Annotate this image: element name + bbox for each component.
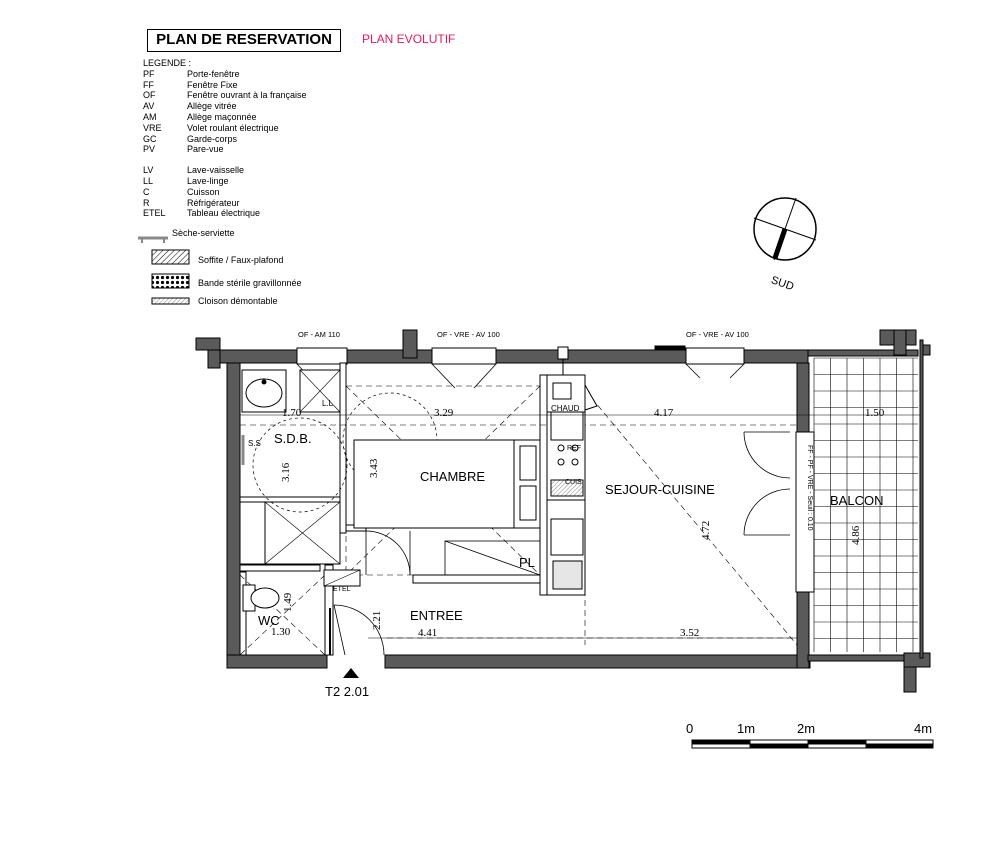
scale-label: 4m [914,721,932,736]
window-swings [296,363,745,389]
dimension-label: 4.41 [418,627,437,639]
wc-fixtures [242,569,361,612]
legend-cloison-label: Cloison démontable [198,296,278,306]
compass-label: SUD [769,274,795,293]
dimension-label: 1.70 [282,407,302,419]
balcony-door-label: FF - PF - VRE - Seuil : 0.10 [806,445,813,531]
dimension-label: 4.72 [700,521,712,540]
room-label-entree: ENTREE [410,608,463,623]
bed [353,439,541,529]
label-ll: L.L [322,399,334,408]
entrance-arrow-icon [343,668,359,678]
balcony-door [795,431,815,593]
dimension-label: 3.43 [368,458,380,478]
room-label-pl: PL [519,555,535,570]
page-subtitle: PLAN EVOLUTIF [362,32,456,46]
balcony [813,357,918,652]
room-label-wc: WC [258,613,280,628]
dimension-label: 3.52 [680,627,699,639]
scale-label: 1m [737,721,755,736]
scale-label: 2m [797,721,815,736]
dimension-label: 3.29 [434,407,454,419]
bathroom-fixtures [239,369,438,565]
compass: SUD [753,197,817,293]
window-north [296,345,745,365]
cloison-symbol [151,297,190,305]
window-label: OF - VRE - AV 100 [437,330,500,339]
dimension-lines [240,414,920,639]
scale-label: 0 [686,721,693,736]
room-label-chambre: CHAMBRE [420,469,485,484]
label-ref: REF [567,445,581,452]
scale-bar [691,739,934,749]
dimension-label: 4.17 [654,407,674,419]
page-title: PLAN DE RESERVATION [147,29,341,52]
label-chaud: CHAUD [551,404,580,413]
legend-seche-label: Sèche-serviette [172,228,235,238]
dimension-label: 1.50 [865,407,885,419]
label-cuis: CUIS [565,479,582,486]
dimension-label: 1.30 [271,626,291,638]
dimension-label: 3.16 [280,462,292,482]
legend-heading: LEGENDE : [143,58,192,68]
window-label: OF - VRE - AV 100 [686,330,749,339]
room-label-sdb: S.D.B. [274,431,312,446]
dimension-label: 4.86 [850,525,862,545]
kitchen-units [546,346,598,596]
legend-soffite-label: Soffite / Faux-plafond [198,255,284,265]
seche-serviette-symbol [138,236,168,243]
unit-label: T2 2.01 [325,684,369,699]
dimension-label: 1.49 [282,592,294,612]
doors [329,431,791,656]
room-label-sejour: SEJOUR-CUISINE [605,482,715,497]
bande-symbol [151,273,190,289]
label-ss: S.S [248,439,261,448]
soffite-symbol [151,249,190,265]
dimension-label: 2.21 [371,611,383,630]
room-label-balcon: BALCON [830,493,883,508]
label-etel: ETEL [333,586,351,593]
legend-bande-label: Bande stérile gravillonnée [198,278,302,288]
wardrobe [444,540,541,576]
window-label: OF - AM 110 [298,330,340,339]
